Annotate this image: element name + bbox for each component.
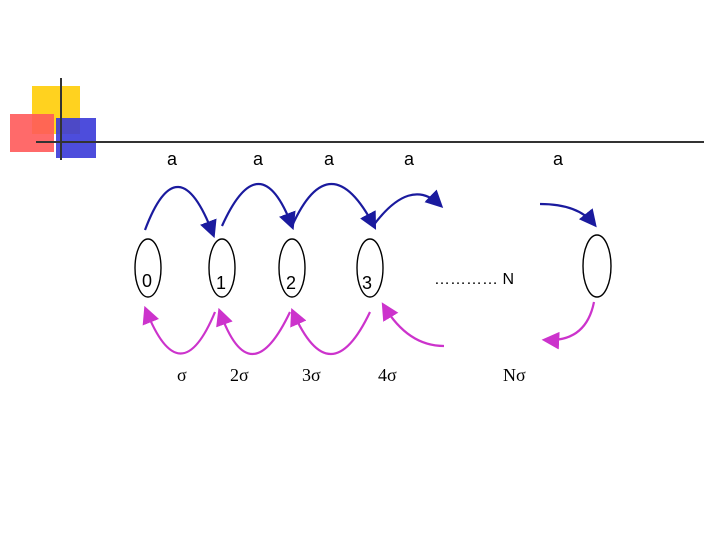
backward-arc-1-0 <box>142 305 217 355</box>
accent-vertical-rule <box>60 78 62 160</box>
forward-label-4: a <box>553 149 564 169</box>
state-label-2: 2 <box>286 273 297 293</box>
forward-arc-0-1 <box>143 186 217 239</box>
forward-arc-n-last <box>539 202 597 228</box>
state-label-0: 0 <box>142 271 153 291</box>
state-node-1 <box>208 238 236 298</box>
state-node-2 <box>278 238 306 298</box>
backward-label-2: 3σ <box>302 365 321 385</box>
accent-red-square <box>10 114 54 152</box>
backward-label-4: Nσ <box>503 365 526 385</box>
forward-label-1: a <box>253 149 264 169</box>
forward-arc-1-2 <box>220 183 296 231</box>
state-node-3 <box>356 238 384 298</box>
state-node-n <box>582 234 612 298</box>
backward-label-1: 2σ <box>230 365 249 385</box>
backward-arc-3-2 <box>290 307 371 355</box>
forward-label-2: a <box>324 149 335 169</box>
forward-arc-2-3 <box>290 183 377 230</box>
forward-label-3: a <box>404 149 415 169</box>
state-label-1: 1 <box>216 273 227 293</box>
forward-label-0: a <box>167 149 178 169</box>
accent-blue-square <box>56 118 96 158</box>
state-node-0 <box>134 238 162 298</box>
backward-arc-last-n <box>541 301 596 350</box>
forward-arc-3-n <box>372 189 444 227</box>
backward-arc-2-1 <box>216 307 291 355</box>
state-label-3: 3 <box>362 273 373 293</box>
accent-horizontal-rule <box>36 141 704 143</box>
backward-arc-n-3 <box>381 302 445 348</box>
ellipsis-label: ………… N <box>434 271 514 288</box>
backward-label-0: σ <box>177 365 187 385</box>
backward-label-3: 4σ <box>378 365 397 385</box>
